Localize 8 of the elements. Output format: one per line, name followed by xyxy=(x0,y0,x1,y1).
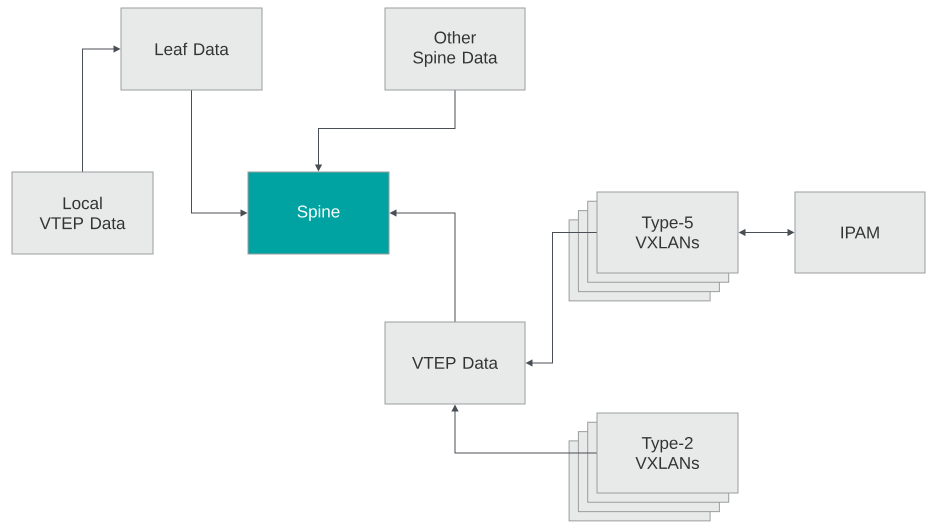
process-box: Local VTEP Data xyxy=(12,172,154,254)
stacked-boxes: Type-5 VXLANs xyxy=(568,192,738,302)
process-box: Leaf Data xyxy=(120,8,262,90)
process-box: Other Spine Data xyxy=(384,8,526,90)
stacked-boxes: Type-2 VXLANs xyxy=(568,412,738,522)
process-box: VTEP Data xyxy=(384,322,526,404)
spine-box: Spine xyxy=(248,172,390,254)
process-box: IPAM xyxy=(794,192,926,274)
